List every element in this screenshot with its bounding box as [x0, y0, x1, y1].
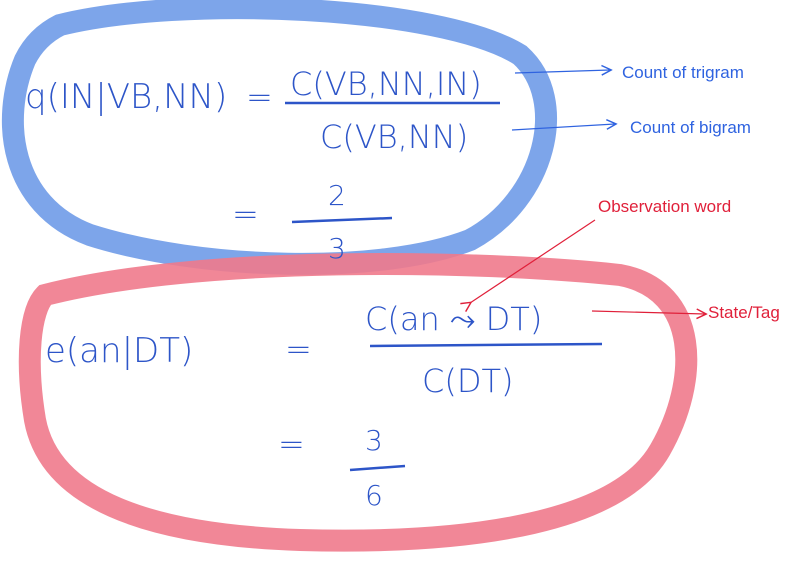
- note-trigram: Count of trigram: [622, 63, 744, 82]
- note-bigram: Count of bigram: [630, 118, 751, 137]
- arrow-observation: [470, 219, 596, 303]
- emission-fraction-bar: [369, 342, 603, 348]
- emission-numerator: C(an ⤳ DT): [365, 300, 542, 338]
- emission-result-den: 6: [365, 479, 383, 512]
- transition-result-equals: =: [232, 195, 259, 233]
- blue-highlight-loop: [1, 0, 557, 275]
- transition-result-num: 2: [328, 179, 346, 212]
- red-highlight-loop: [18, 252, 698, 552]
- emission-result-bar: [349, 464, 406, 472]
- emission-denominator: C(DT): [422, 362, 514, 400]
- transition-denominator: C(VB,NN): [320, 118, 468, 156]
- transition-result-bar: [291, 216, 393, 224]
- emission-lhs: e(an|DT): [45, 331, 193, 371]
- arrow-bigram: [511, 124, 615, 131]
- emission-result-num: 3: [365, 424, 383, 457]
- note-tag: State/Tag: [708, 303, 780, 322]
- transition-numerator: C(VB,NN,IN): [290, 65, 482, 103]
- transition-equals: =: [246, 78, 273, 116]
- arrow-tag: [591, 311, 705, 314]
- transition-result-den: 3: [328, 232, 346, 265]
- emission-result-equals: =: [278, 425, 305, 463]
- transition-lhs: q(IN|VB,NN): [25, 77, 227, 117]
- emission-equals: =: [285, 330, 312, 368]
- arrow-trigram: [514, 70, 610, 73]
- note-observation: Observation word: [598, 197, 731, 216]
